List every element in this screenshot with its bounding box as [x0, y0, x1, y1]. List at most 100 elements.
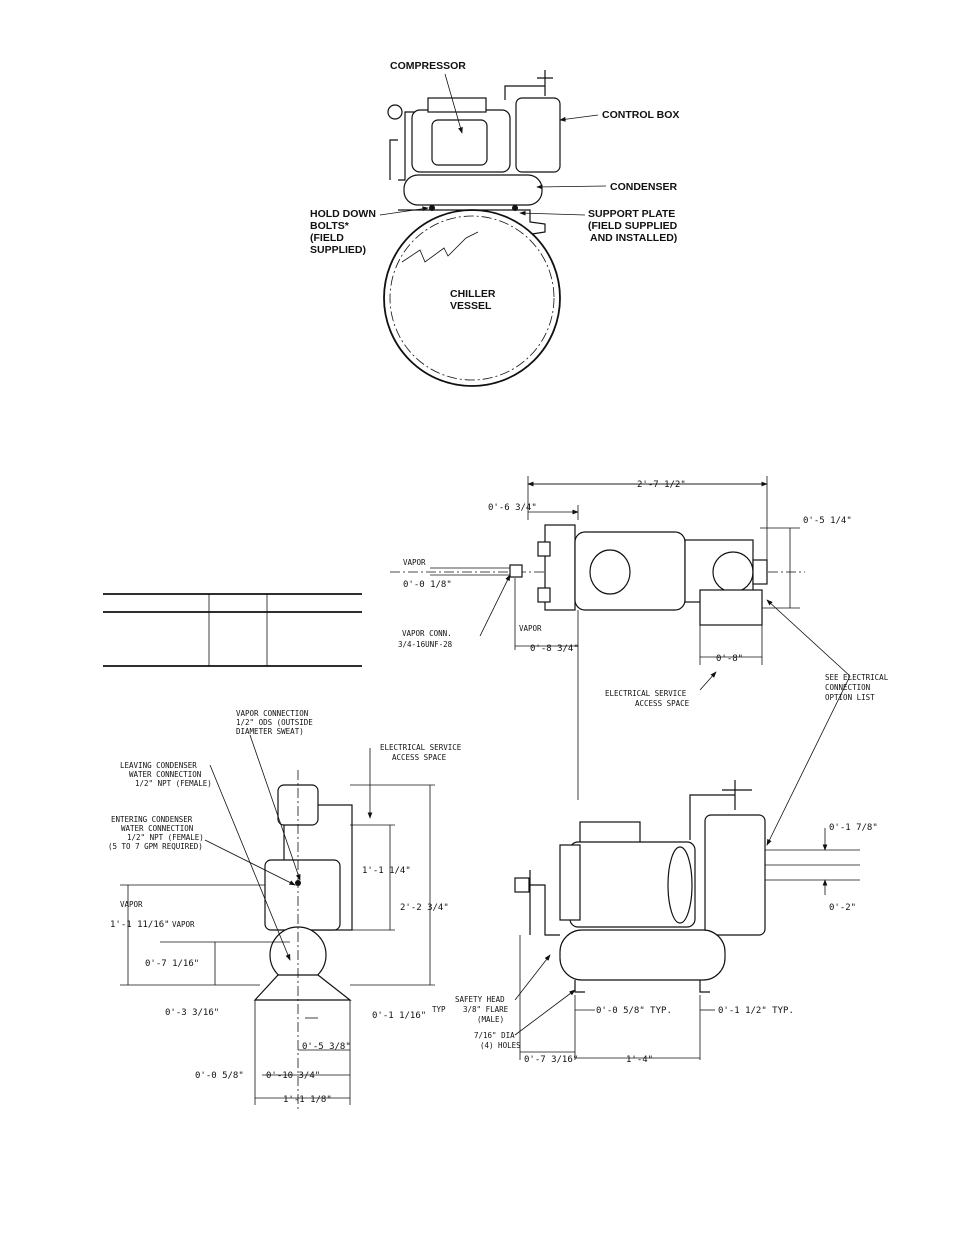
support-plate-label-2: (FIELD SUPPLIED: [588, 220, 678, 232]
plan-motor-cap: [589, 549, 631, 595]
hold-down-label-4: SUPPLIED): [310, 244, 366, 256]
support-plate-label-1: SUPPORT PLATE: [588, 208, 675, 220]
safety-head-3: (MALE): [477, 1015, 504, 1024]
side-safety-fitting: [514, 877, 530, 893]
compressor-label: COMPRESSOR: [390, 60, 466, 72]
dim-8-3-4: 0'-8 3/4": [530, 644, 579, 654]
plan-control-box: [712, 551, 754, 593]
condenser-shape: [403, 174, 543, 206]
side-view: 0'-1 7/8" 0'-2" SAFETY HEAD 3/8" FLARE (…: [455, 780, 878, 1065]
side-compressor-top: [579, 821, 641, 845]
plan-view: 2'-7 1/2" 0'-6 3/4" 0'-5 1/4" VAPOR 0'-0…: [390, 476, 889, 846]
dim-5-3-8: 0'-5 3/8": [302, 1042, 351, 1052]
leaving-2: WATER CONNECTION: [129, 770, 201, 779]
entering-3: 1/2" NPT (FEMALE): [127, 833, 204, 842]
side-motor-cap: [667, 846, 693, 924]
dim-1-1-4: 1'-1 1/4": [362, 866, 411, 876]
chiller-vessel-inner: [389, 215, 555, 381]
dim-5-1-4: 0'-5 1/4": [803, 516, 852, 526]
chiller-label-1: CHILLER: [450, 288, 496, 300]
dim-1-4: 1'-4": [626, 1055, 653, 1065]
dim-6-3-4: 0'-6 3/4": [488, 503, 537, 513]
leaving-3: 1/2" NPT (FEMALE): [135, 779, 212, 788]
compressor-motor: [431, 119, 488, 166]
overall-width-dim: 2'-7 1/2": [637, 480, 686, 490]
vapor-conn-label-1: VAPOR CONN.: [402, 629, 452, 638]
hold-down-label-1: HOLD DOWN: [310, 208, 376, 220]
dim-1-1-16: 0'-1 1/16": [372, 1011, 426, 1021]
compressor-top: [427, 97, 487, 113]
dim-1-11-16: 1'-1 11/16": [110, 920, 170, 930]
entering-1: ENTERING CONDENSER: [111, 815, 193, 824]
control-box-fitting: [504, 70, 553, 100]
holes-1: 7/16" DIA: [474, 1031, 515, 1040]
hold-down-label-2: BOLTS*: [310, 220, 350, 232]
see-elec-3: OPTION LIST: [825, 693, 875, 702]
bolt-left: [429, 205, 435, 211]
see-elec-1: SEE ELECTRICAL: [825, 673, 889, 682]
typ-label: TYP: [432, 1005, 446, 1014]
side-compressor-head: [559, 844, 581, 921]
plan-electrical-box: [699, 589, 763, 626]
hold-down-label-3: (FIELD: [310, 232, 344, 244]
dim-0-5-8-typ: 0'-0 5/8" TYP.: [596, 1006, 672, 1016]
safety-head-2: 3/8" FLARE: [463, 1005, 509, 1014]
dim-7-3-16: 0'-7 3/16": [524, 1055, 578, 1065]
elec-access-end-1: ELECTRICAL SERVICE: [380, 743, 462, 752]
dim-1-7-8: 0'-1 7/8": [829, 823, 878, 833]
entering-4: (5 TO 7 GPM REQUIRED): [108, 842, 203, 851]
vessel-break-line: [401, 231, 479, 263]
plan-fitting-bottom: [537, 587, 551, 603]
condenser-label: CONDENSER: [610, 181, 678, 193]
side-piping: [525, 870, 560, 936]
vapor-connection-3: DIAMETER SWEAT): [236, 727, 304, 736]
dim-2-2-3-4: 2'-2 3/4": [400, 903, 449, 913]
vapor-conn-label-2: 3/4-16UNF-28: [398, 640, 453, 649]
vapor-top-label: VAPOR: [120, 900, 143, 909]
dim-7-1-16: 0'-7 1/16": [145, 959, 199, 969]
end-base-plate: [253, 974, 352, 1001]
dim-8: 0'-8": [716, 654, 743, 664]
plan-right-fitting: [752, 559, 768, 585]
bolt-right: [512, 205, 518, 211]
support-plate-shape: [398, 209, 546, 235]
vapor-connection-2: 1/2" ODS (OUTSIDE: [236, 718, 313, 727]
control-box-shape: [515, 97, 561, 173]
end-view: VAPOR CONNECTION 1/2" ODS (OUTSIDE DIAME…: [108, 709, 462, 1110]
piping: [389, 111, 415, 181]
support-plate-label-3: AND INSTALLED): [590, 232, 677, 244]
elec-access-plan-1: ELECTRICAL SERVICE: [605, 689, 687, 698]
chiller-label-2: VESSEL: [450, 300, 492, 312]
dim-0-1-8: 0'-0 1/8": [403, 580, 452, 590]
end-compressor-block: [264, 859, 341, 931]
dim-2: 0'-2": [829, 903, 856, 913]
empty-table: [103, 593, 362, 667]
elec-access-plan-2: ACCESS SPACE: [635, 699, 690, 708]
dim-1-1-2-typ: 0'-1 1/2" TYP.: [718, 1006, 794, 1016]
vapor-cl-label: VAPOR: [519, 624, 542, 633]
see-elec-2: CONNECTION: [825, 683, 870, 692]
side-control-fitting: [689, 780, 752, 840]
holes-2: (4) HOLES: [480, 1041, 521, 1050]
vapor-mid-label: VAPOR: [172, 920, 195, 929]
leaving-1: LEAVING CONDENSER: [120, 761, 197, 770]
side-control-box: [704, 814, 766, 936]
entering-2: WATER CONNECTION: [121, 824, 193, 833]
assembly-figure: COMPRESSOR CONTROL BOX CONDENSER HOLD DO…: [310, 60, 679, 387]
plan-fitting-top: [537, 541, 551, 557]
dim-3-3-16: 0'-3 3/16": [165, 1008, 219, 1018]
dim-10-3-4: 0'-10 3/4": [266, 1071, 320, 1081]
dim-0-5-8: 0'-0 5/8": [195, 1071, 244, 1081]
vapor-conn-fitting: [509, 564, 523, 578]
gauge-shape: [387, 104, 403, 120]
side-feet: [574, 980, 710, 993]
elec-access-end-2: ACCESS SPACE: [392, 753, 447, 762]
safety-head-1: SAFETY HEAD: [455, 995, 505, 1004]
side-condenser: [559, 929, 726, 981]
vapor-connection-1: VAPOR CONNECTION: [236, 709, 308, 718]
control-box-label: CONTROL BOX: [602, 109, 679, 121]
dim-1-1-8: 1'-1 1/8": [283, 1095, 332, 1105]
vapor-label: VAPOR: [403, 558, 426, 567]
